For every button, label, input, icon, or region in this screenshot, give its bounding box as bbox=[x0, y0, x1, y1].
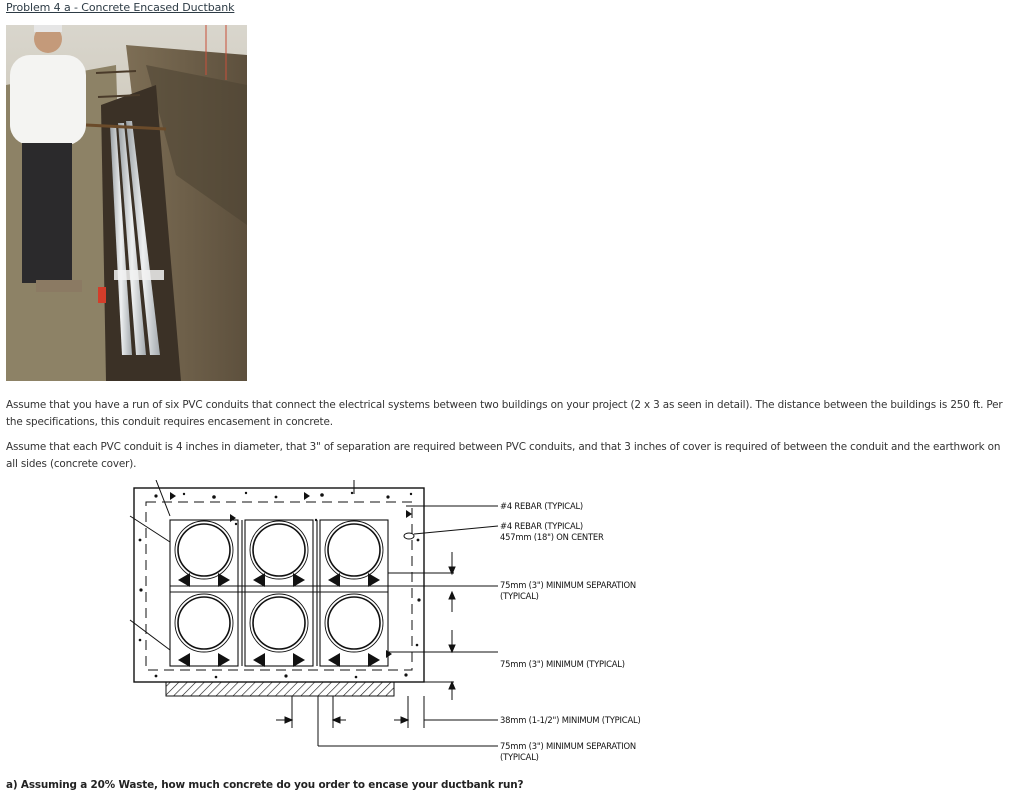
concrete-envelope bbox=[133, 487, 425, 683]
conduit bbox=[327, 596, 381, 650]
callout-38mm-minimum: 38mm (1-1/2") MINIMUM (TYPICAL) bbox=[500, 715, 641, 725]
callout-rebar-spacing: #4 REBAR (TYPICAL) bbox=[500, 521, 583, 531]
conduit-grid bbox=[177, 523, 381, 650]
callout-vertical-separation: 75mm (3") MINIMUM SEPARATION bbox=[500, 580, 636, 590]
conduit bbox=[327, 523, 381, 577]
callout-rebar-spacing-oc: 457mm (18") ON CENTER bbox=[500, 532, 604, 542]
callout-horizontal-separation: 75mm (3") MINIMUM SEPARATION bbox=[500, 741, 636, 751]
trench-photo bbox=[6, 25, 247, 381]
earth-base bbox=[165, 681, 395, 697]
conduit bbox=[252, 596, 306, 650]
page-title: Problem 4 a - Concrete Encased Ductbank bbox=[6, 1, 235, 14]
assumption-paragraph-2: Assume that each PVC conduit is 4 inches… bbox=[6, 441, 1001, 470]
question-a: a) Assuming a 20% Waste, how much concre… bbox=[6, 779, 524, 791]
ductbank-detail-drawing: #4 REBAR (TYPICAL) #4 REBAR (TYPICAL) 45… bbox=[126, 480, 686, 770]
callout-horizontal-separation-typical: (TYPICAL) bbox=[500, 752, 539, 762]
callout-vertical-separation-typical: (TYPICAL) bbox=[500, 591, 539, 601]
callout-rebar-typical: #4 REBAR (TYPICAL) bbox=[500, 501, 583, 511]
conduit bbox=[177, 523, 231, 577]
conduit bbox=[252, 523, 306, 577]
callout-cover-minimum: 75mm (3") MINIMUM (TYPICAL) bbox=[500, 659, 625, 669]
assumption-paragraph-1: Assume that you have a run of six PVC co… bbox=[6, 399, 1003, 428]
conduit bbox=[177, 596, 231, 650]
